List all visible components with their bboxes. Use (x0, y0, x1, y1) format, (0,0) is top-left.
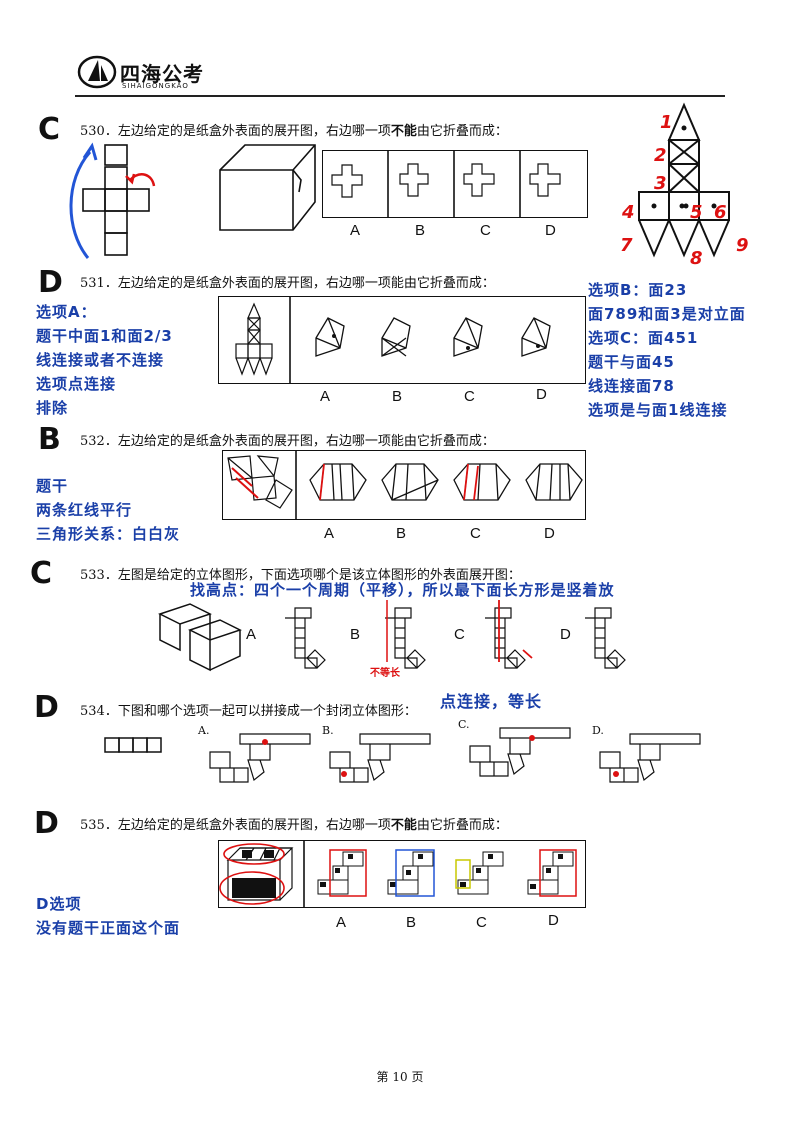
q531-note-right-line-1: 选项B：面23 (588, 281, 688, 299)
q532-note-left-line-2: 两条红线平行 (36, 501, 133, 519)
q531-note-left-line-2: 题干中面1和面2/3 (36, 327, 173, 345)
q535-option-d: D (548, 912, 559, 929)
q533-note-red: 不等长 (370, 668, 400, 679)
q531-note-right-line-3: 选项C：面451 (588, 329, 699, 347)
question-531-stem: 531．左边给定的是纸盒外表面的展开图，右边哪一项能由它折叠而成： (80, 276, 495, 291)
q533-option-c: C (454, 626, 465, 643)
brand-logo-icon (77, 55, 117, 89)
face-number-3: 3 (654, 173, 667, 194)
face-number-2: 2 (654, 145, 667, 166)
question-530-text: 530．左边给定的是纸盒外表面的展开图，右边哪一项 (80, 124, 391, 139)
question-535-stem: 535．左边给定的是纸盒外表面的展开图，右边哪一项不能由它折叠而成： (80, 814, 508, 833)
q532-note-left-line-1: 题干 (36, 477, 69, 495)
q530-options-box (322, 150, 588, 218)
brand-name: 四海公考 (120, 62, 204, 86)
q531-note-left-line-3: 线连接或者不连接 (36, 351, 165, 369)
face-number-5: 5 (690, 202, 703, 223)
q531-options-box (218, 296, 586, 384)
q534-option-b: B. (322, 724, 334, 737)
face-number-8: 8 (690, 248, 703, 269)
face-number-1: 1 (660, 112, 673, 133)
q531-figures (235, 296, 551, 384)
q531-note-right-line-6: 选项是与面1线连接 (588, 401, 728, 419)
q533-option-b: B (350, 626, 361, 643)
q531-note-right-line-4: 题干与面45 (588, 353, 675, 371)
answer-535: D (34, 806, 59, 841)
q535-option-c: C (476, 914, 487, 931)
question-530-tail: 由它折叠而成： (416, 124, 508, 139)
q532-options-box (222, 450, 586, 520)
answer-534: D (34, 690, 59, 725)
q534-option-c: C. (458, 718, 470, 731)
q531-note-left: 选项A： 题干中面1和面2/3 线连接或者不连接 选项点连接 排除 (36, 300, 173, 420)
q530-net-figure (69, 142, 156, 259)
question-535-text: 535．左边给定的是纸盒外表面的展开图，右边哪一项 (80, 818, 391, 833)
question-534-stem: 534．下图和哪个选项一起可以拼接成一个封闭立体图形： (80, 704, 417, 719)
q533-option-a: A (246, 626, 257, 643)
q530-options-figures (331, 150, 561, 218)
question-532-stem: 532．左边给定的是纸盒外表面的展开图，右边哪一项能由它折叠而成： (80, 434, 495, 449)
q533-note-top: 找高点：四个一个周期（平移），所以最下面长方形是竖着放 (190, 581, 615, 599)
q530-option-d: D (545, 222, 556, 239)
q533-figures (158, 600, 626, 672)
question-530-bold: 不能 (390, 124, 417, 139)
page-number: 第 10 页 (376, 1070, 424, 1084)
q530-option-a: A (350, 222, 361, 239)
q532-note-left-line-3: 三角形关系：白白灰 (36, 525, 181, 543)
q531-note-right-line-5: 线连接面78 (588, 377, 675, 395)
q534-figures (104, 727, 701, 783)
q531-note-left-line-5: 排除 (36, 399, 69, 417)
header: 四海公考 SIHAIGONGKAO (0, 0, 800, 100)
q535-figures (219, 840, 577, 908)
q531-note-right: 选项B：面23 面789和面3是对立面 选项C：面451 题干与面45 线连接面… (588, 278, 746, 422)
question-535-bold: 不能 (390, 818, 417, 833)
question-535-tail: 由它折叠而成： (416, 818, 508, 833)
q530-cube-figure (219, 144, 316, 231)
q535-option-b: B (406, 914, 417, 931)
question-533-stem: 533．左图是给定的立体图形，下面选项哪个是该立体图形的外表面展开图： (80, 568, 521, 583)
header-divider (75, 95, 725, 97)
answer-533: C (30, 556, 53, 591)
face-number-9: 9 (736, 235, 749, 256)
answer-530: C (38, 112, 61, 147)
q530-option-b: B (415, 222, 426, 239)
answer-532: B (38, 422, 61, 457)
q531-note-left-line-4: 选项点连接 (36, 375, 117, 393)
q535-note-left-line-2: 没有题干正面这个面 (36, 919, 181, 937)
q532-option-a: A (324, 525, 335, 542)
q531-numbered-net-figure (638, 102, 730, 258)
q532-option-d: D (544, 525, 555, 542)
q533-option-d: D (560, 626, 571, 643)
face-number-4: 4 (622, 202, 635, 223)
brand-subtitle: SIHAIGONGKAO (122, 82, 189, 90)
q531-option-c: C (464, 388, 475, 405)
q531-note-right-line-2: 面789和面3是对立面 (588, 305, 746, 323)
face-number-7: 7 (620, 235, 633, 256)
question-530-stem: 530．左边给定的是纸盒外表面的展开图，右边哪一项不能由它折叠而成： (80, 120, 508, 139)
q535-option-a: A (336, 914, 347, 931)
q534-note-inline: 点连接，等长 (440, 692, 543, 711)
q531-option-a: A (320, 388, 331, 405)
answer-531: D (38, 265, 63, 300)
q531-note-left-line-1: 选项A： (36, 303, 97, 321)
q532-figures (227, 450, 583, 520)
q530-option-c: C (480, 222, 491, 239)
q531-option-b: B (392, 388, 403, 405)
q534-option-a: A. (198, 724, 210, 737)
q534-option-d: D. (592, 724, 604, 737)
q535-note-left: D选项 没有题干正面这个面 (36, 892, 180, 940)
face-number-6: 6 (714, 202, 727, 223)
q531-option-d: D (536, 386, 547, 403)
q532-note-left: 题干 两条红线平行 三角形关系：白白灰 (36, 474, 180, 546)
q532-option-c: C (470, 525, 481, 542)
q535-note-left-line-1: D选项 (36, 895, 82, 913)
q532-option-b: B (396, 525, 407, 542)
